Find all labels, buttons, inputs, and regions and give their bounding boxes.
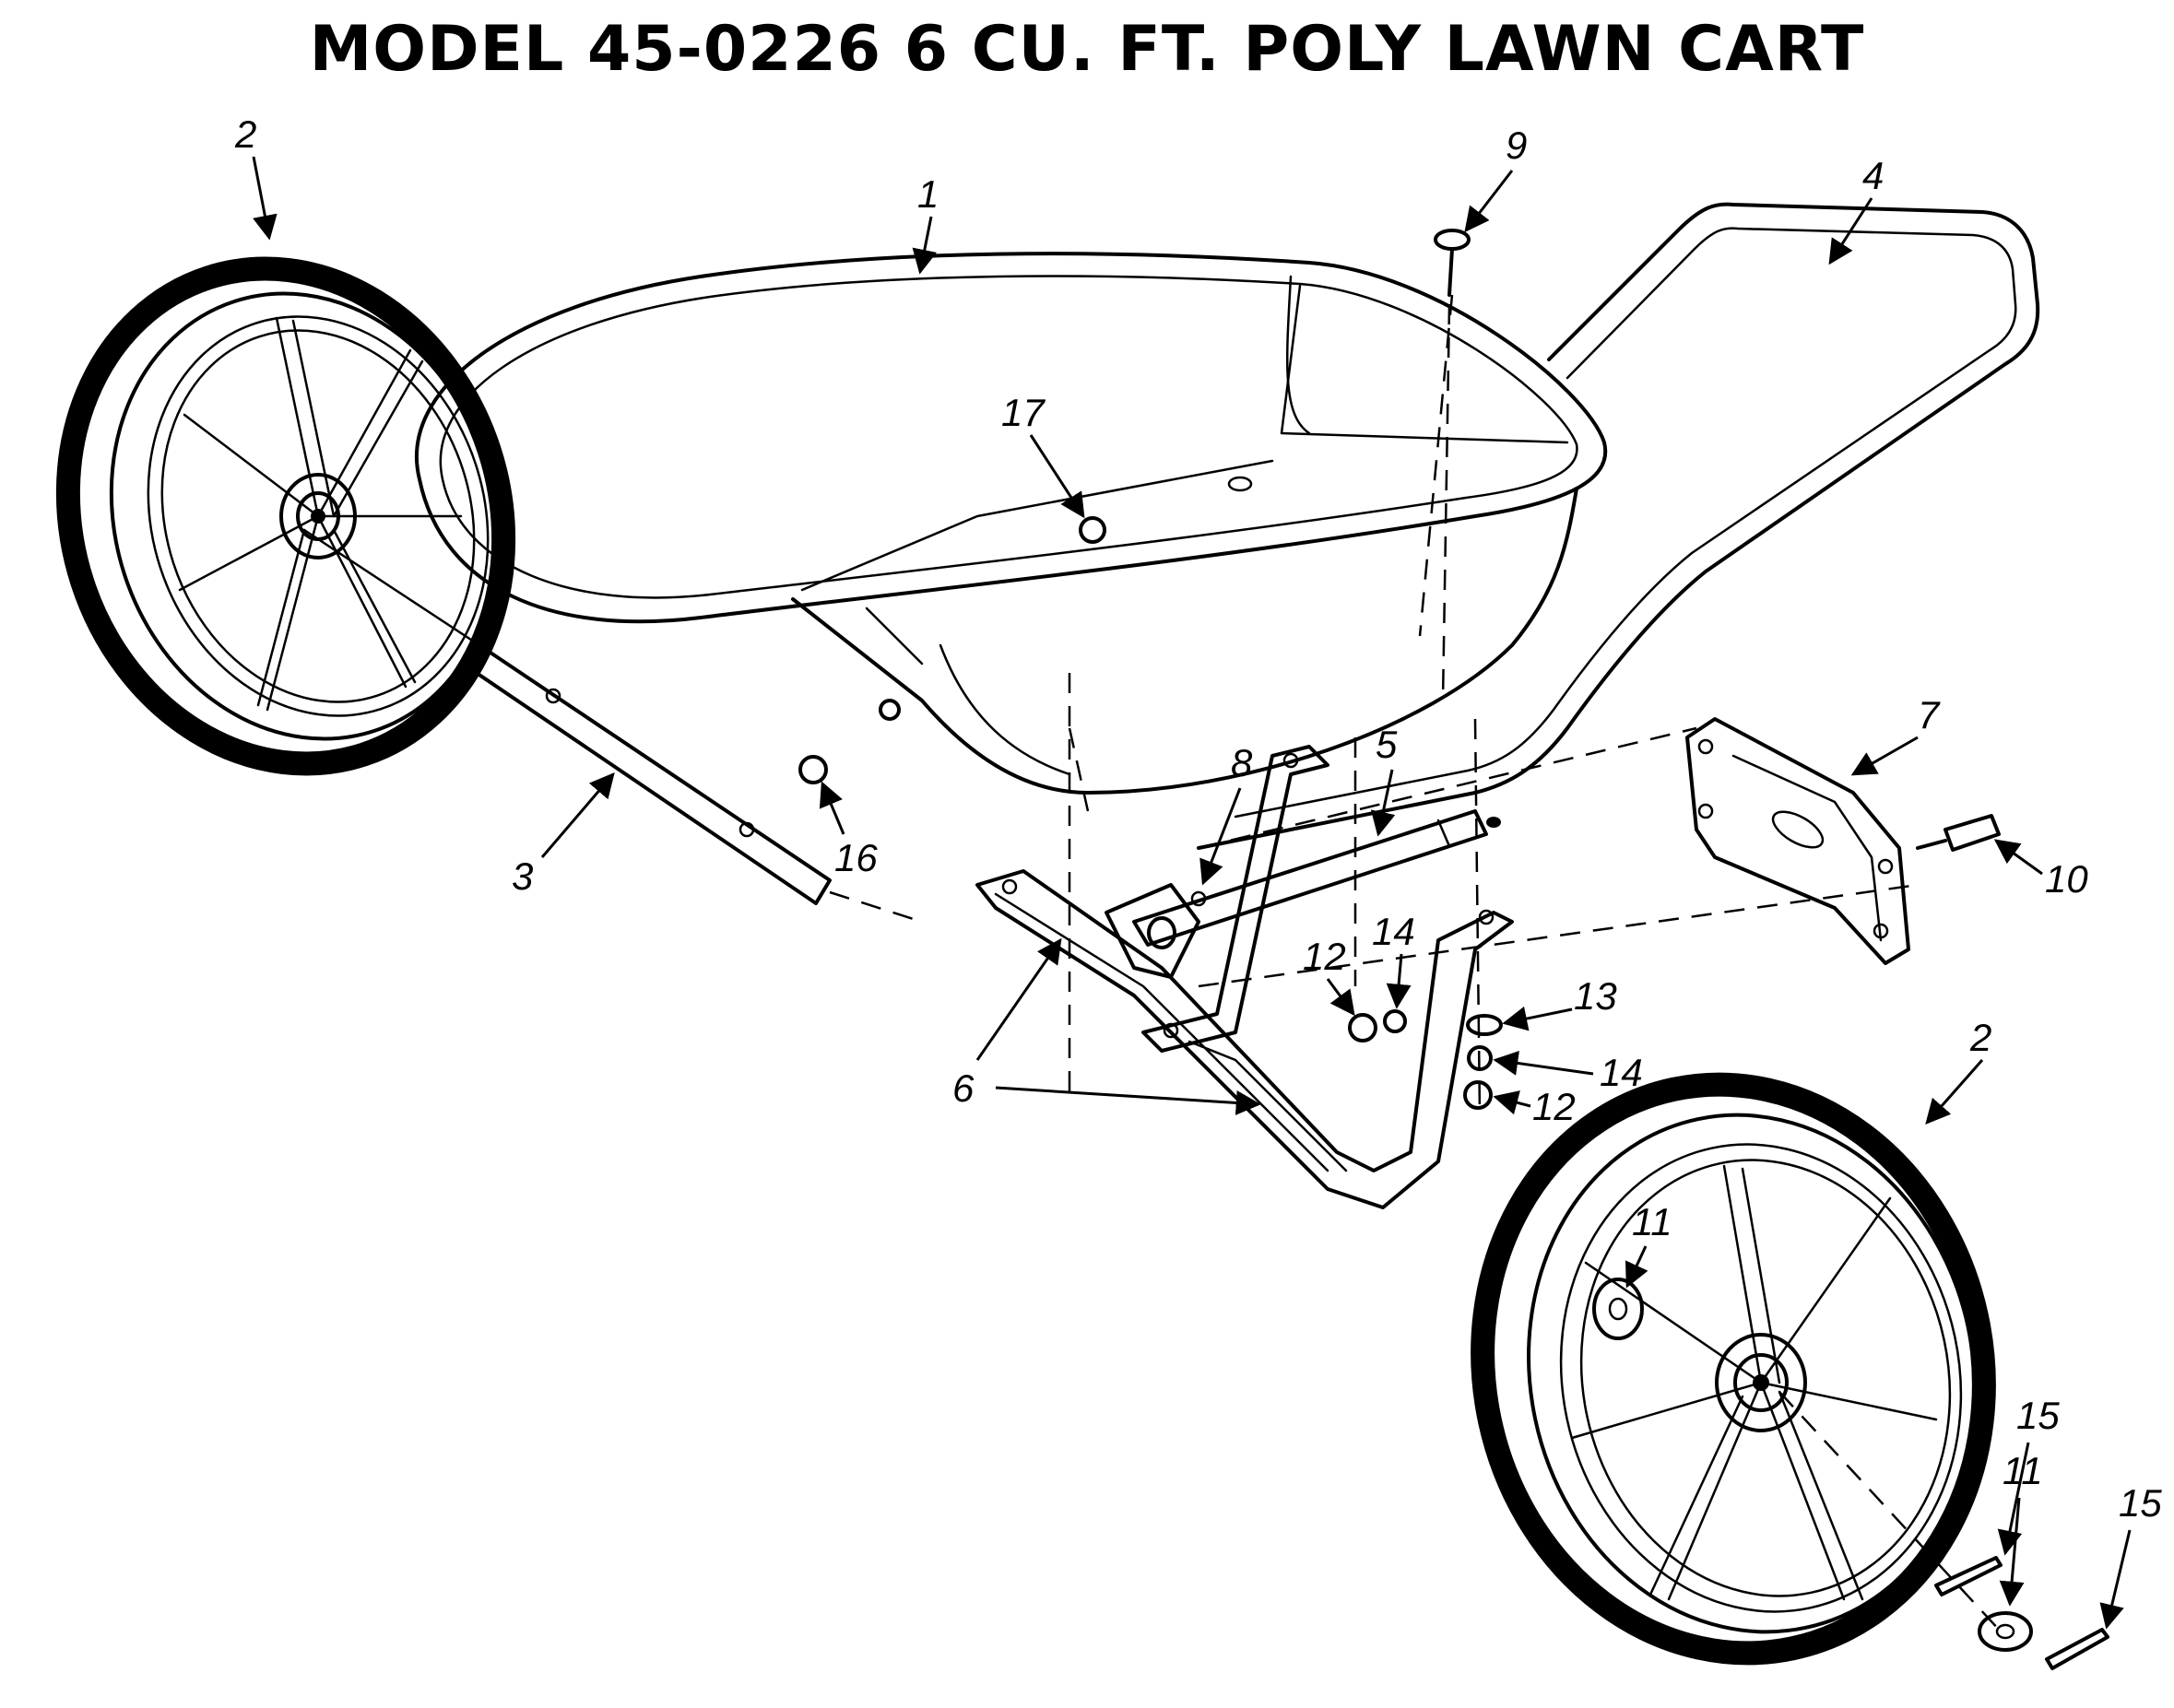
- leg-braces: [975, 745, 1514, 1209]
- side-bracket: [1685, 717, 1910, 965]
- callout-11-hub: 11: [1632, 1200, 1672, 1243]
- callout-9: 9: [1506, 124, 1527, 167]
- callout-2-left: 2: [234, 112, 256, 156]
- diagram-title: MODEL 45-0226 6 CU. FT. POLY LAWN CART: [309, 13, 1865, 86]
- callout-13: 13: [1574, 974, 1617, 1018]
- right-wheel: [1471, 1072, 1996, 1666]
- callout-1: 1: [917, 172, 939, 216]
- hinge-bracket: [1105, 883, 1207, 979]
- cart-tub: [414, 252, 1608, 795]
- callout-12-lower: 12: [1532, 1085, 1576, 1128]
- callout-4: 4: [1862, 154, 1884, 197]
- callout-6: 6: [952, 1066, 975, 1110]
- callout-17: 17: [1001, 391, 1046, 434]
- callout-15-inner: 15: [2016, 1394, 2060, 1437]
- hardware: [798, 229, 2109, 1670]
- callout-labels: 1 2 2 3 4 5 6 7 8 9 10 11 11 12 12 13: [234, 112, 2162, 1630]
- callout-5: 5: [1376, 723, 1398, 766]
- callout-14-upper: 14: [1372, 910, 1415, 953]
- left-wheel: [55, 256, 516, 776]
- callout-14-lower: 14: [1600, 1051, 1643, 1094]
- callout-10: 10: [2045, 857, 2088, 901]
- callout-7: 7: [1918, 693, 1941, 736]
- callout-8: 8: [1231, 741, 1253, 784]
- callout-12-upper: 12: [1303, 935, 1346, 978]
- cross-tube: [1132, 809, 1501, 947]
- callout-16: 16: [834, 836, 878, 879]
- callout-2-right: 2: [1969, 1016, 1991, 1059]
- cart-handle: [1197, 202, 2040, 850]
- callout-15-outer: 15: [2119, 1481, 2162, 1525]
- callout-3: 3: [512, 854, 533, 898]
- axle: [302, 528, 923, 924]
